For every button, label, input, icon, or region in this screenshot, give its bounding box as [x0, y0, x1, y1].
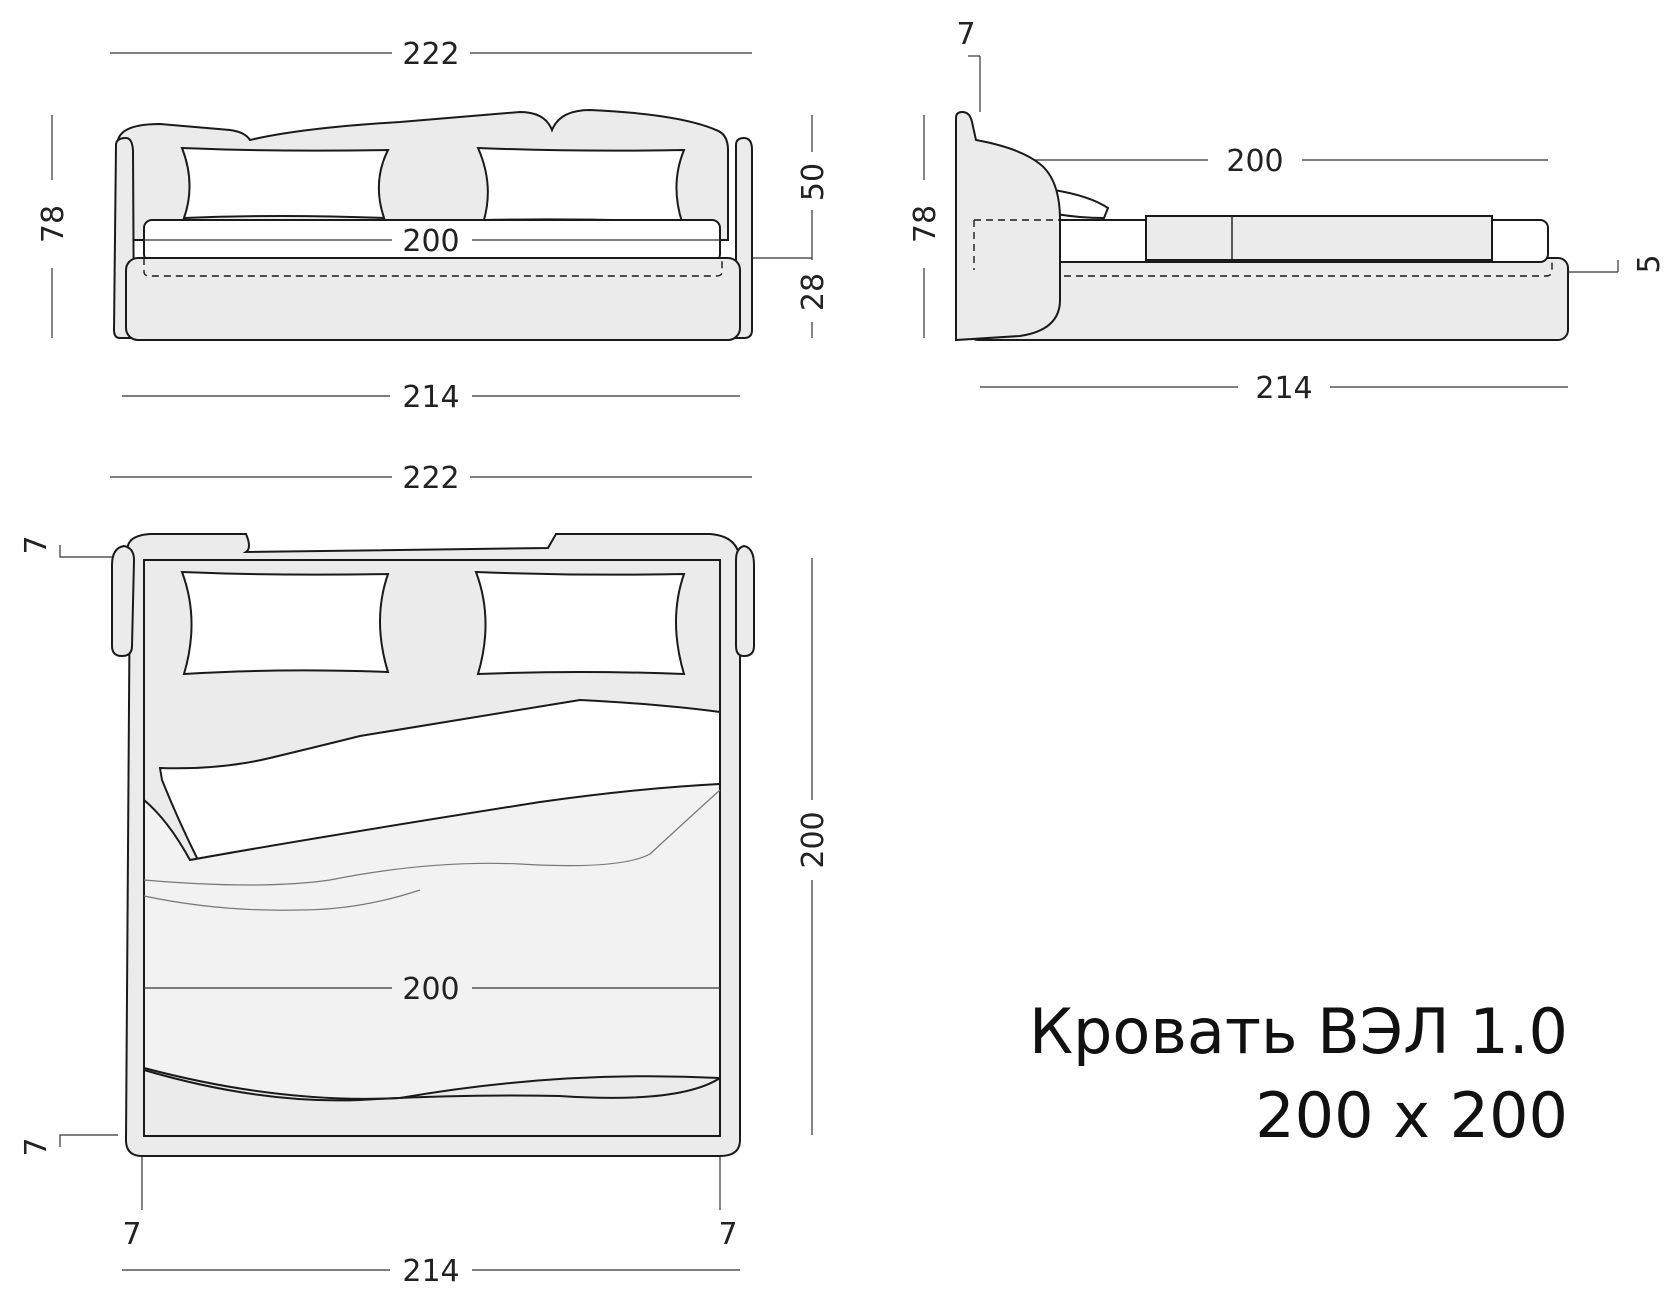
side-headboard-hidden-line [973, 219, 1060, 270]
top-pillow-left [180, 570, 390, 676]
top-view [59, 476, 813, 1271]
side-headboard [955, 110, 1061, 342]
top-base-width-label: 214 [402, 1254, 459, 1289]
front-mattress-width-label: 200 [402, 224, 459, 259]
top-frame-left-label: 7 [122, 1217, 141, 1252]
top-blanket-body [143, 782, 721, 1100]
front-view [51, 52, 813, 397]
front-base [125, 257, 741, 341]
side-platform-step-label: 5 [1632, 254, 1667, 273]
product-title: Кровать ВЭЛ 1.0 200 x 200 [1029, 995, 1568, 1152]
top-blanket-wave-1 [143, 789, 721, 886]
front-pillow-right [476, 146, 686, 224]
top-arm-right [735, 544, 755, 658]
top-dim-leader-7-bottom [59, 1134, 118, 1147]
dimension-labels: 222 214 200 78 50 28 7 78 200 5 214 222 … [19, 17, 1667, 1289]
top-blanket-bottom-edge [143, 1069, 721, 1102]
top-mattress-width-label: 200 [402, 972, 459, 1007]
top-frame-top-label: 7 [19, 535, 54, 554]
side-blanket [1145, 215, 1493, 261]
front-base-hidden-line [143, 258, 723, 277]
top-frame-bottom-label: 7 [19, 1137, 54, 1156]
side-view [923, 55, 1619, 388]
front-base-height-label: 28 [796, 273, 831, 311]
side-pillow [1052, 188, 1110, 220]
top-pillow-right [474, 570, 686, 676]
top-length-label: 200 [796, 811, 831, 868]
front-base-width-label: 214 [402, 380, 459, 415]
front-overall-width-label: 222 [402, 37, 459, 72]
product-name: Кровать ВЭЛ 1.0 [1029, 995, 1568, 1068]
top-frame-right-label: 7 [718, 1217, 737, 1252]
top-arm-left [111, 544, 136, 658]
side-mattress-length-label: 200 [1226, 144, 1283, 179]
side-base-hidden-line [980, 258, 1553, 277]
front-overall-height-label: 78 [36, 205, 71, 243]
front-headboard-height-label: 50 [796, 163, 831, 201]
top-blanket-wave-2 [143, 889, 421, 911]
top-dim-leader-7-top [59, 545, 118, 558]
product-size: 200 x 200 [1255, 1079, 1568, 1152]
top-overall-width-label: 222 [402, 461, 459, 496]
side-overall-height-label: 78 [908, 205, 943, 243]
side-base-length-label: 214 [1255, 371, 1312, 406]
front-pillow-left [180, 146, 390, 220]
side-headboard-thickness-label: 7 [956, 17, 975, 52]
